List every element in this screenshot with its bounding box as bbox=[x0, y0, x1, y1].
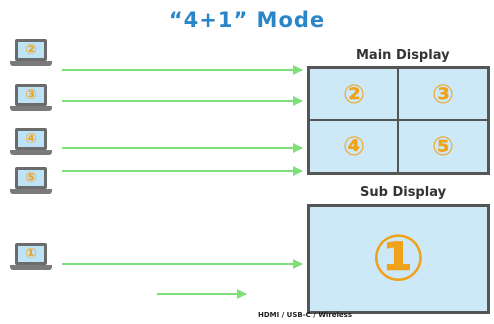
main-display-cell-5: ⑤ bbox=[431, 131, 454, 162]
sub-display-label: Sub Display bbox=[360, 185, 447, 200]
main-display: ② ③ ④ ⑤ bbox=[307, 66, 490, 175]
laptop-icon: ② bbox=[15, 39, 47, 61]
laptop-icon: ④ bbox=[15, 128, 47, 150]
laptop-icon: ③ bbox=[15, 84, 47, 106]
laptop-source-5: ⑤ bbox=[10, 167, 54, 203]
legend-label: HDMI / USB-C / Wireless bbox=[258, 311, 353, 319]
laptop-source-4: ④ bbox=[10, 128, 54, 164]
laptop-label: ④ bbox=[25, 131, 37, 147]
laptop-icon: ⑤ bbox=[15, 167, 47, 189]
main-display-cell-3: ③ bbox=[431, 79, 454, 110]
laptop-label: ① bbox=[25, 246, 37, 262]
main-display-label: Main Display bbox=[356, 48, 450, 63]
laptop-source-1: ① bbox=[10, 243, 54, 279]
sub-display: ① bbox=[307, 204, 490, 314]
main-display-cell-2: ② bbox=[342, 79, 365, 110]
laptop-label: ⑤ bbox=[25, 170, 37, 186]
laptop-icon: ① bbox=[15, 243, 47, 265]
laptop-label: ② bbox=[25, 42, 37, 58]
main-display-cell-4: ④ bbox=[342, 131, 365, 162]
laptop-source-3: ③ bbox=[10, 84, 54, 120]
laptop-source-2: ② bbox=[10, 39, 54, 75]
diagram-title: “4+1” Mode bbox=[168, 8, 326, 32]
main-display-grid bbox=[310, 69, 487, 172]
laptop-label: ③ bbox=[25, 87, 37, 103]
sub-display-content: ① bbox=[371, 222, 426, 296]
